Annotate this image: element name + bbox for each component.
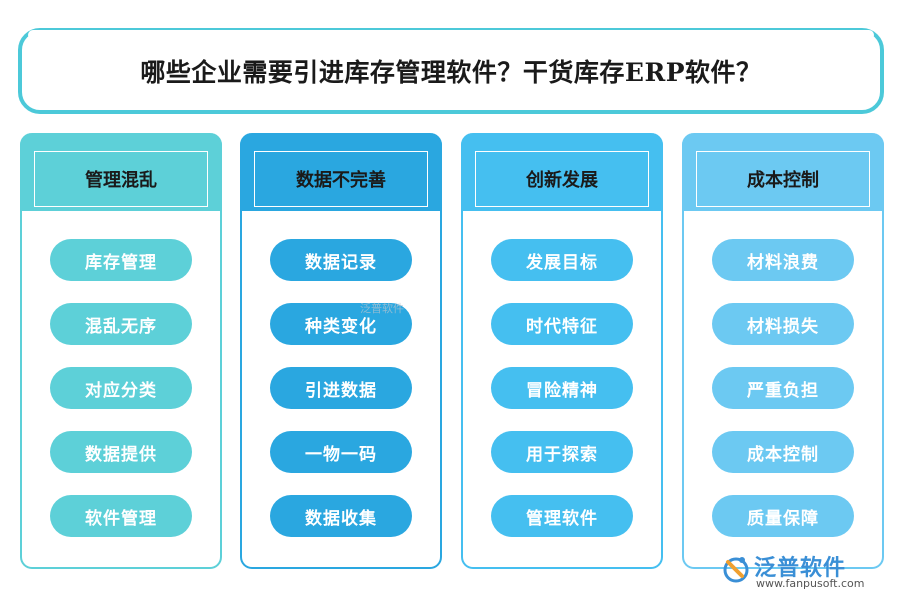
column-header: 成本控制 bbox=[696, 151, 870, 207]
logo-name: 泛普软件 bbox=[754, 556, 847, 581]
item-pill: 用于探索 bbox=[491, 431, 633, 473]
column-2: 数据不完善数据记录种类变化引进数据一物一码数据收集 bbox=[240, 133, 442, 569]
logo-url: www.fanpusoft.com bbox=[756, 577, 865, 590]
item-pill: 材料浪费 bbox=[712, 239, 854, 281]
column-header: 管理混乱 bbox=[34, 151, 208, 207]
column-3: 创新发展发展目标时代特征冒险精神用于探索管理软件 bbox=[461, 133, 663, 569]
item-pill: 数据记录 bbox=[270, 239, 412, 281]
brand-logo: 泛普软件 www.fanpusoft.com bbox=[718, 548, 888, 592]
column-border bbox=[461, 133, 663, 569]
column-border bbox=[682, 133, 884, 569]
item-pill: 冒险精神 bbox=[491, 367, 633, 409]
item-pill: 种类变化 bbox=[270, 303, 412, 345]
item-pill: 质量保障 bbox=[712, 495, 854, 537]
item-pill: 引进数据 bbox=[270, 367, 412, 409]
item-pill: 一物一码 bbox=[270, 431, 412, 473]
item-pill: 发展目标 bbox=[491, 239, 633, 281]
column-header: 数据不完善 bbox=[254, 151, 428, 207]
column-border bbox=[240, 133, 442, 569]
column-border bbox=[20, 133, 222, 569]
title-frame: 哪些企业需要引进库存管理软件？干货库存ERP软件？ bbox=[18, 28, 884, 114]
item-pill: 库存管理 bbox=[50, 239, 192, 281]
item-pill: 数据提供 bbox=[50, 431, 192, 473]
item-pill: 成本控制 bbox=[712, 431, 854, 473]
item-pill: 管理软件 bbox=[491, 495, 633, 537]
column-header: 创新发展 bbox=[475, 151, 649, 207]
diagram-title: 哪些企业需要引进库存管理软件？干货库存ERP软件？ bbox=[140, 58, 762, 87]
item-pill: 对应分类 bbox=[50, 367, 192, 409]
item-pill: 混乱无序 bbox=[50, 303, 192, 345]
item-pill: 数据收集 bbox=[270, 495, 412, 537]
column-1: 管理混乱库存管理混乱无序对应分类数据提供软件管理 bbox=[20, 133, 222, 569]
item-pill: 严重负担 bbox=[712, 367, 854, 409]
column-4: 成本控制材料浪费材料损失严重负担成本控制质量保障 bbox=[682, 133, 884, 569]
item-pill: 时代特征 bbox=[491, 303, 633, 345]
item-pill: 软件管理 bbox=[50, 495, 192, 537]
item-pill: 材料损失 bbox=[712, 303, 854, 345]
fanpu-logo-icon bbox=[723, 557, 749, 583]
watermark: 泛普软件 bbox=[360, 302, 404, 315]
